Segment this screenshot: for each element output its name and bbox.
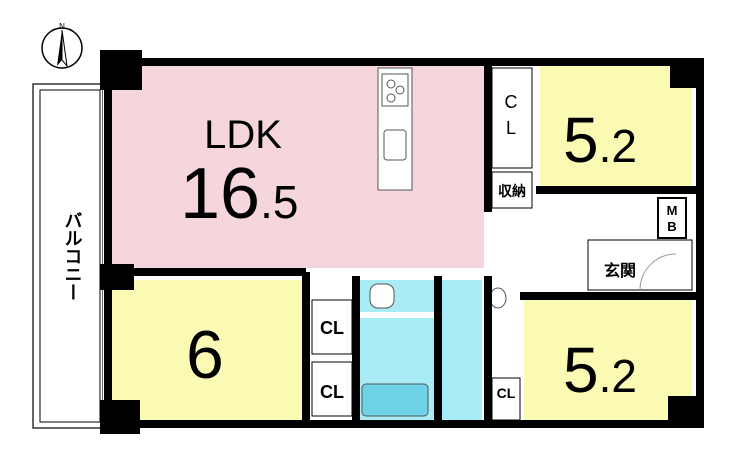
balcony: バルコニー: [32, 83, 104, 429]
bedroom-w: [112, 280, 306, 420]
north-arrow-icon: [57, 30, 62, 66]
stove-burner-icon: [395, 85, 405, 95]
ldk-label: LDK: [204, 113, 282, 157]
closet-se-label: CL: [497, 385, 516, 401]
storage-label: 収納: [498, 183, 526, 200]
washbasin-icon: [489, 287, 507, 309]
balcony-label: バルコニー: [62, 211, 83, 301]
bedroom-w-size: 6: [186, 317, 224, 393]
entrance-label: 玄関: [604, 261, 636, 280]
kitchen-counter: [377, 67, 413, 191]
meter-box-label-m: M: [667, 203, 678, 218]
ldk-room: [112, 66, 484, 268]
north-label: N: [59, 22, 65, 31]
stove-burner-icon: [386, 79, 396, 89]
bedroom-se-size: 5.2: [563, 334, 637, 406]
closet-ne-label-c: C: [505, 92, 518, 112]
closet-w1-label: CL: [320, 318, 344, 338]
bedroom-ne-size: 5.2: [563, 104, 637, 176]
closet-w2-label: CL: [320, 382, 344, 402]
columns: [100, 50, 700, 434]
bedroom-se: [524, 300, 692, 420]
stove-burner-icon: [386, 93, 396, 103]
bathtub-icon: [361, 383, 429, 417]
toilet-icon: [369, 283, 395, 309]
bedroom-ne: [540, 66, 692, 186]
meter-box-label-b: B: [667, 219, 676, 234]
svg-text:L: L: [506, 118, 516, 138]
wet-area: [360, 280, 507, 420]
sink-icon: [383, 129, 407, 161]
compass: N: [41, 22, 83, 69]
ldk-size: 16.5: [180, 154, 298, 234]
